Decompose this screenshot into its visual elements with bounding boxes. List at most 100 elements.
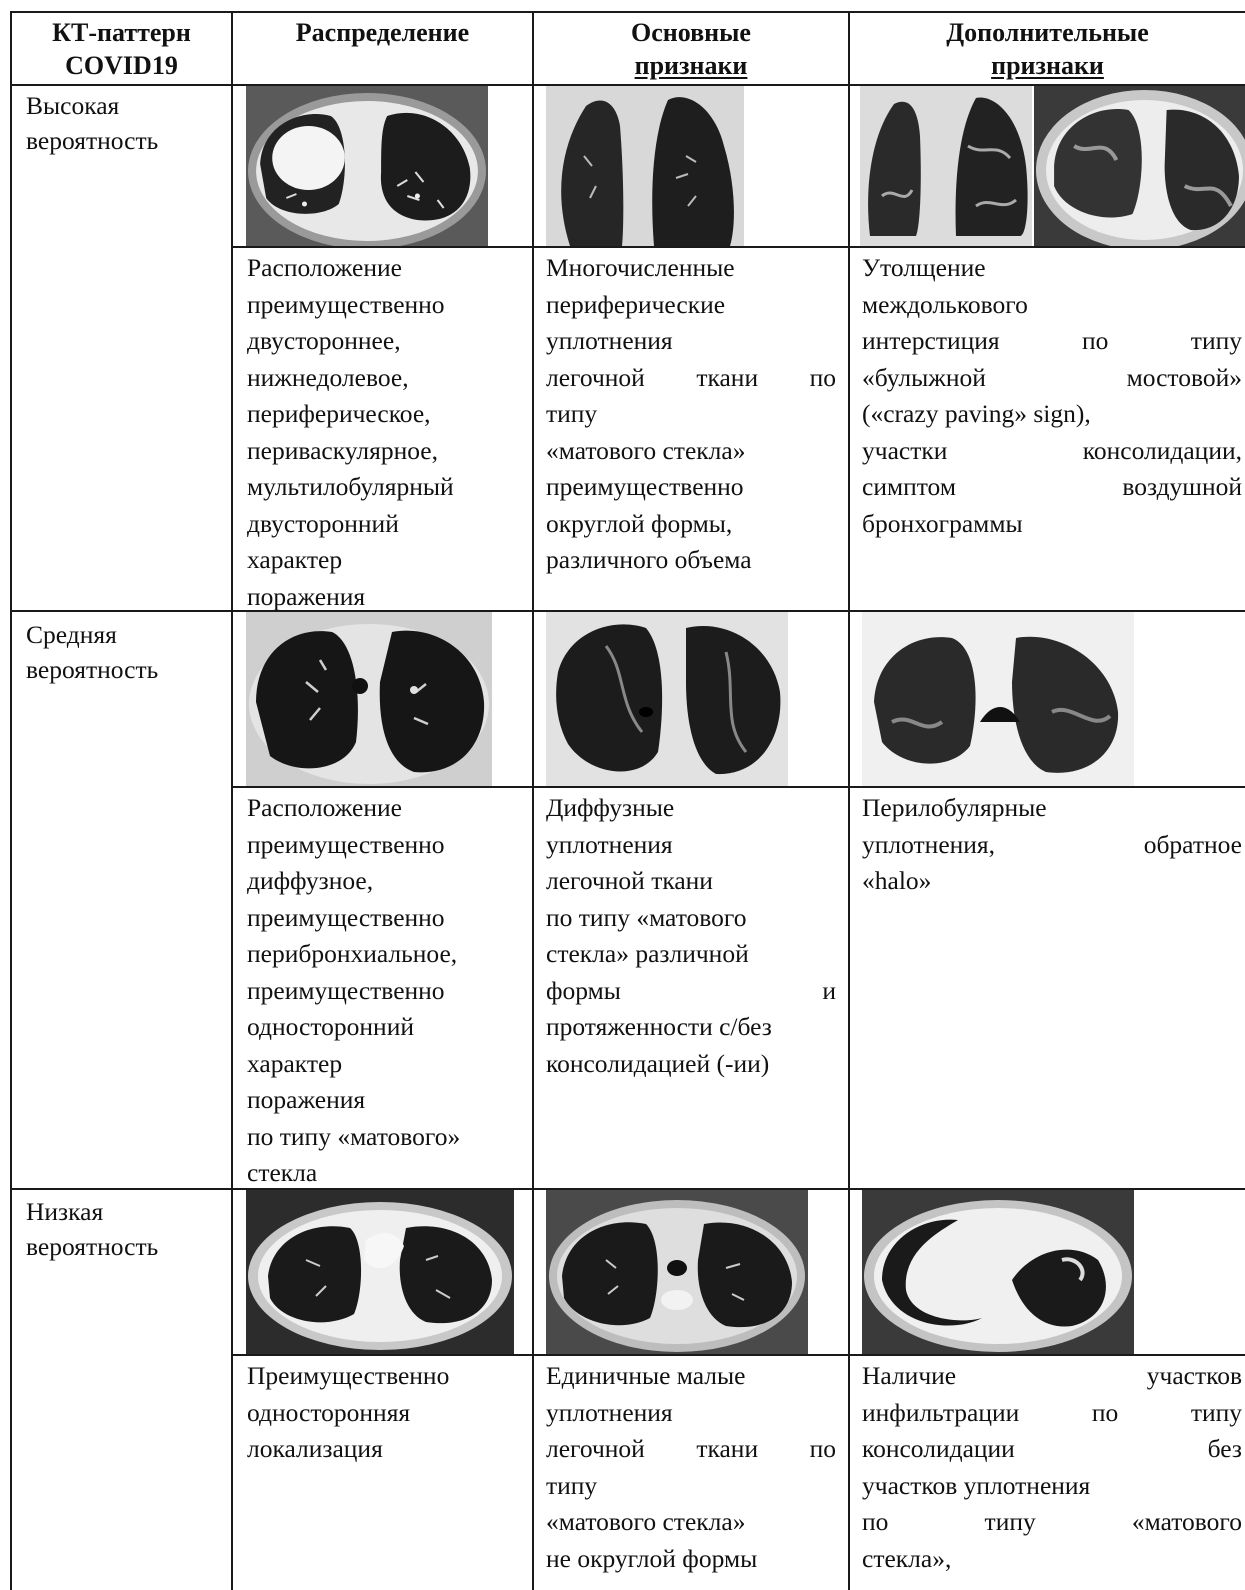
row3-distribution-line: односторонняя [247,1397,411,1427]
header-distribution-line: Распределение [295,18,470,47]
row2-extra-signs-line: «halo» [862,866,932,895]
word: типу [1190,326,1242,355]
row-divider-1 [10,610,1245,612]
row1-distribution-line: периферическое, [247,399,431,428]
word: «матового [1131,1507,1242,1536]
row3-main-signs-line: не округлой формы [546,1543,758,1573]
ct-scan-image [1034,86,1245,246]
header-main-signs-line: признаки [634,51,748,80]
row1-distribution-line: преимущественно [247,289,445,319]
row3-label-line: Низкая [26,1197,104,1226]
header-divider [10,84,1245,86]
ct-scan-image [246,86,488,246]
table-border-left [10,11,12,1590]
row1-main-signs: Многочисленные периферические уплотнения… [546,250,836,579]
word: Наличие [862,1361,957,1390]
row1-main-signs-line: Многочисленные [546,253,735,282]
row1-main-signs-line: округлой формы, [546,508,733,538]
word: и [822,975,836,1005]
row1-distribution: Расположение преимущественно двусторонне… [247,250,530,615]
row2-distribution-line: характер [247,1048,343,1078]
column-divider-2 [532,11,534,1590]
row1-main-signs-line: типу [546,399,598,428]
word: по [1091,1397,1119,1427]
row2-extra-signs-line: Перилобулярные [862,793,1047,822]
row2-image-divider [232,786,1245,788]
row1-distribution-line: поражения [247,581,366,611]
header-main-signs: Основные признаки [534,16,848,82]
row2-distribution: Расположение преимущественно диффузное, … [247,790,530,1192]
word: ткани [696,1434,759,1463]
row2-main-signs-line: консолидацией (-ии) [546,1048,770,1078]
header-extra-signs-line: признаки [991,51,1104,80]
row2-distribution-line: односторонний [247,1012,414,1041]
word: без [1207,1434,1242,1463]
header-pattern: КТ-паттерн COVID19 [12,16,231,82]
row1-distribution-line: мультилобулярный [247,472,454,501]
row1-extra-signs-line: Утолщение [862,253,986,282]
word: легочной [546,1434,645,1463]
row2-distribution-line: поражения [247,1085,366,1114]
row1-distribution-line: двусторонний [247,508,399,538]
row3-main-signs-line: Единичные малые [546,1361,746,1390]
header-extra-signs-line: Дополнительные [946,18,1149,47]
word: по [809,362,836,392]
row1-image-divider [232,246,1245,248]
row3-image-divider [232,1354,1245,1356]
row3-extra-signs-line: Наличие участков [862,1358,1242,1395]
row3-distribution-line: Преимущественно [247,1361,450,1390]
row3-distribution: Преимущественно односторонняя локализаци… [247,1358,530,1468]
row1-distribution-line: характер [247,545,343,574]
ct-scan-image [862,612,1134,786]
word: воздушной [1122,472,1242,501]
row2-main-signs-line: легочной ткани [546,866,713,895]
row1-main-signs-line: периферические [546,289,726,319]
row2-distribution-line: диффузное, [247,866,374,895]
table-border-top [10,11,1245,13]
row3-main-signs-line: типу [546,1470,598,1500]
column-divider-1 [231,11,233,1590]
row2-label-line: Средняя [26,620,117,649]
row2-main-signs-line: протяженности с/без [546,1012,772,1041]
word: по [1082,326,1109,355]
row1-extra-signs-line: («crazy paving» sign), [862,399,1091,428]
row1-extra-signs-line: интерстиция по типу [862,323,1242,360]
row3-extra-signs-line: участков уплотнения [862,1470,1091,1500]
header-extra-signs: Дополнительные признаки [850,16,1245,82]
row1-label-line: вероятность [26,126,159,155]
row2-main-signs: Диффузные уплотнения легочной ткани по т… [546,790,836,1082]
header-pattern-line: КТ-паттерн [52,18,191,47]
header-distribution: Распределение [233,16,532,49]
word: участков [1146,1361,1242,1390]
ct-scan-image [546,86,744,246]
row2-distribution-line: преимущественно [247,975,445,1005]
header-pattern-line: COVID19 [65,51,178,80]
row2-main-signs-line: по типу «матового [546,902,747,932]
word: по [862,1507,889,1536]
header-main-signs-line: Основные [631,18,751,47]
word: интерстиция [862,326,1000,355]
row2-main-signs-line: Диффузные [546,793,675,822]
row1-distribution-line: нижнедолевое, [247,362,409,392]
word: симптом [862,472,956,501]
row1-main-signs-line: уплотнения [546,326,673,355]
ct-scan-image [246,1190,514,1354]
row1-label: Высокая вероятность [26,88,226,158]
row1-distribution-line: периваскулярное, [247,435,438,465]
row1-extra-signs-line: симптом воздушной [862,469,1242,506]
row3-label: Низкая вероятность [26,1194,226,1264]
ct-scan-image [546,1190,808,1354]
word: мостовой» [1126,362,1242,392]
row3-label-line: вероятность [26,1232,159,1261]
row1-extra-signs-line: бронхограммы [862,508,1023,538]
word: уплотнения, [862,829,996,859]
row2-label-line: вероятность [26,655,159,684]
row2-distribution-line: Расположение [247,793,402,822]
